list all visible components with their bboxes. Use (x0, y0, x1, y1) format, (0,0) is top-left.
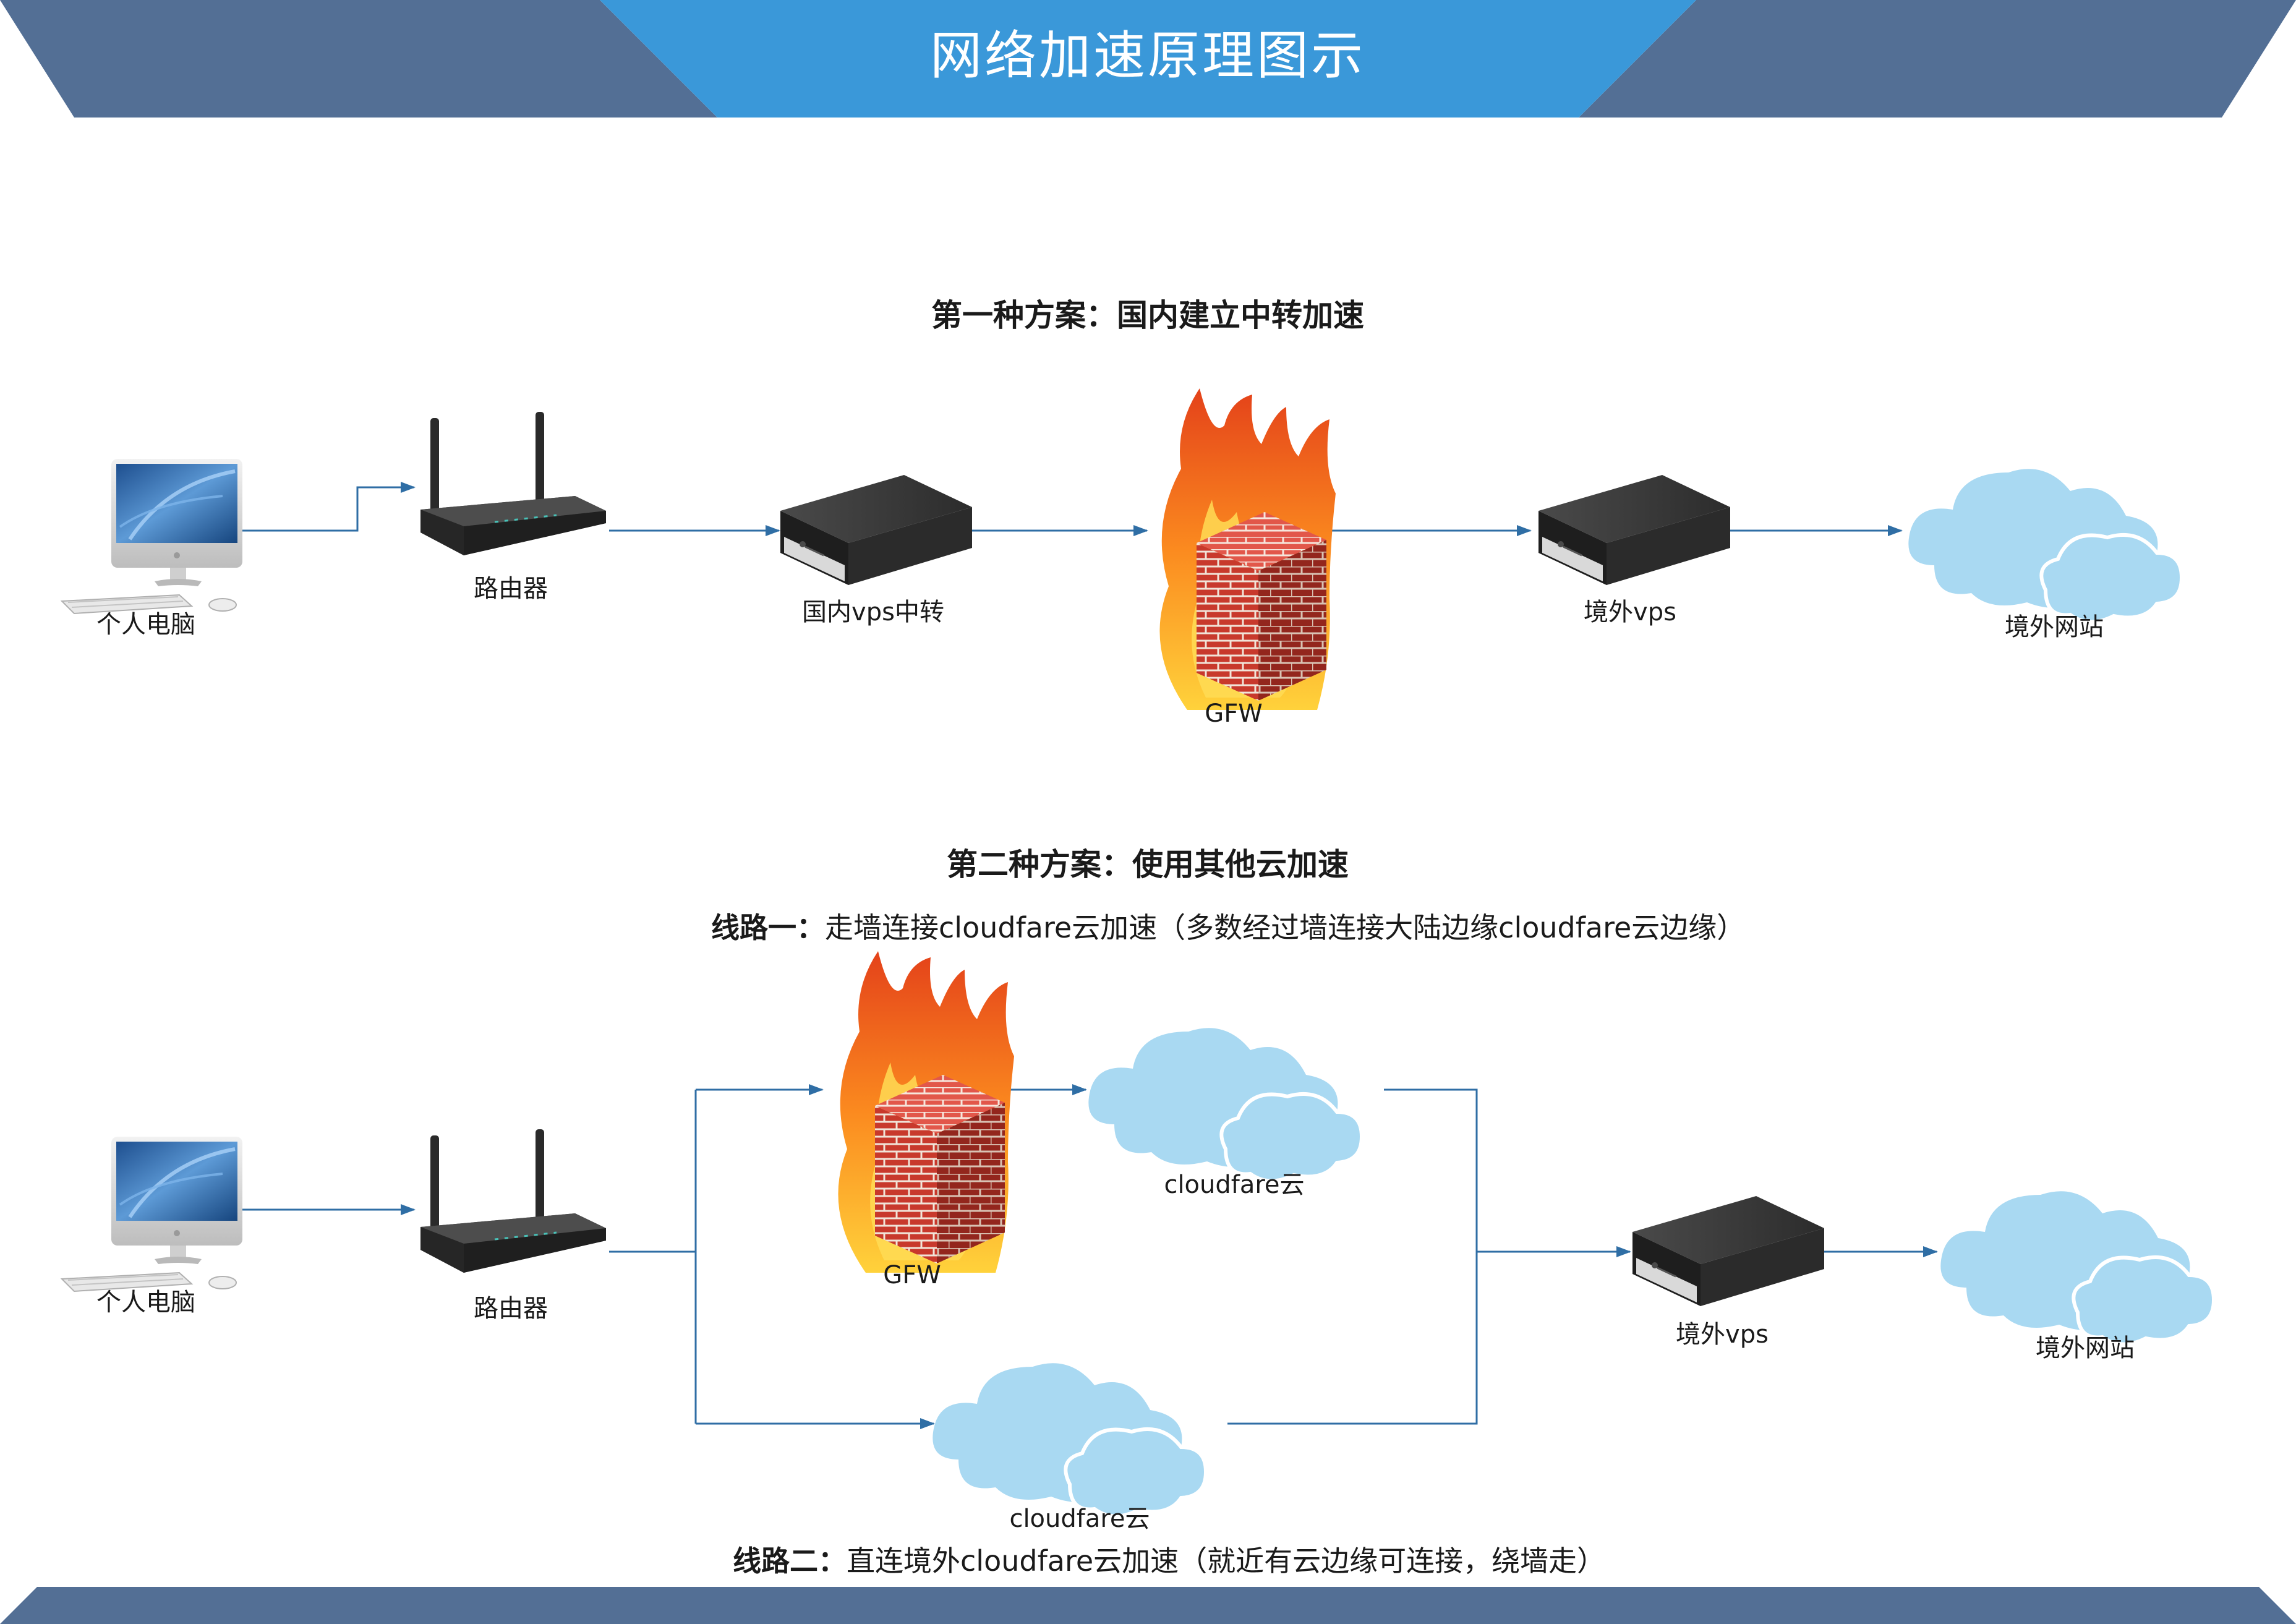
cloud-icon (1908, 469, 2182, 622)
route2-description: 线路二：直连境外cloudfare云加速（就近有云边缘可连接，绕墙走） (733, 1544, 1605, 1578)
scheme2-connectors (240, 1084, 1938, 1429)
cloud-icon (1088, 1028, 1362, 1181)
firewall-icon (1159, 388, 1336, 710)
route2-text: 直连境外cloudfare云加速（就近有云边缘可连接，绕墙走） (847, 1544, 1606, 1578)
computer-icon (62, 1137, 242, 1291)
banner-right-wing (1579, 0, 2296, 118)
scheme2-overseas-vps-label: 境外vps (1676, 1320, 1769, 1349)
banner-center (600, 0, 1696, 118)
top-banner (0, 0, 2296, 118)
router-icon (419, 1128, 607, 1274)
scheme2-website-label: 境外网站 (2036, 1334, 2135, 1362)
route1-description: 线路一：走墙连接cloudfare云加速（多数经过墙连接大陆边缘cloudfar… (711, 910, 1745, 945)
connector-cloud-merge (1227, 1088, 1478, 1425)
cloud-icon (1940, 1191, 2214, 1344)
scheme2-gfw-label: GFW (883, 1261, 941, 1289)
route2-prefix: 线路二： (733, 1544, 847, 1578)
scheme2-router-label: 路由器 (474, 1294, 548, 1323)
scheme2-heading: 第二种方案：使用其他云加速 (947, 847, 1349, 883)
scheme1-website-label: 境外网站 (2005, 613, 2104, 641)
scheme1-overseas-vps-label: 境外vps (1584, 598, 1676, 626)
scheme1-gfw-label: GFW (1205, 699, 1263, 728)
scheme1-pc-label: 个人电脑 (96, 610, 195, 639)
scheme1-router-label: 路由器 (474, 575, 548, 603)
page-title: 网络加速原理图示 (929, 25, 1366, 86)
route1-prefix: 线路一： (711, 911, 825, 944)
computer-icon (62, 459, 242, 613)
firewall-icon (838, 951, 1014, 1273)
scheme2-cloud-top-label: cloudfare云 (1164, 1171, 1305, 1199)
connector-pc-router (240, 482, 416, 532)
scheme1-heading: 第一种方案：国内建立中转加速 (931, 297, 1364, 333)
scheme2-cloud-bottom-label: cloudfare云 (1009, 1505, 1150, 1533)
server-icon (1537, 474, 1731, 586)
server-icon (1631, 1195, 1825, 1307)
bottom-banner (0, 1587, 2296, 1624)
scheme2-pc-label: 个人电脑 (96, 1288, 195, 1317)
cloud-icon (932, 1363, 1206, 1516)
scheme1-connectors (240, 482, 1903, 536)
route1-text: 走墙连接cloudfare云加速（多数经过墙连接大陆边缘cloudfare云边缘… (825, 911, 1746, 944)
banner-left-wing (0, 0, 717, 118)
router-icon (419, 411, 607, 557)
scheme1-domestic-vps-label: 国内vps中转 (802, 598, 944, 626)
server-icon (779, 474, 973, 586)
